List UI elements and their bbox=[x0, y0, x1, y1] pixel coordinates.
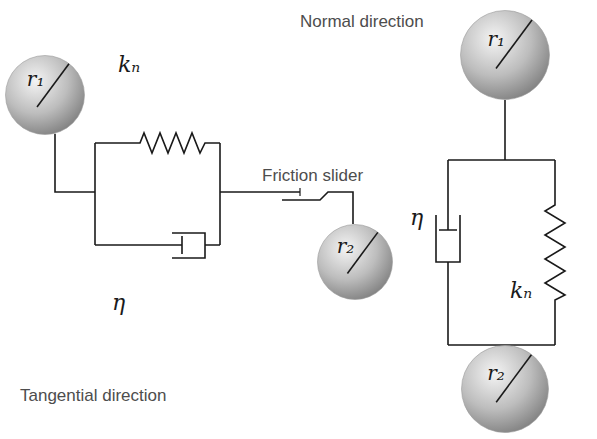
dashpot-symbol bbox=[95, 233, 220, 258]
connector bbox=[504, 100, 506, 345]
radius-label: r₁ bbox=[487, 28, 505, 50]
sphere: r₂ bbox=[461, 345, 549, 433]
parallel-bar bbox=[94, 143, 96, 245]
dashpot-symbol bbox=[436, 160, 460, 345]
sphere-shape bbox=[461, 345, 549, 433]
direction-label: Normal direction bbox=[300, 12, 424, 32]
sphere-shape bbox=[317, 224, 393, 300]
component-label: Friction slider bbox=[262, 166, 363, 186]
stiffness-label: kₙ bbox=[118, 52, 140, 77]
sphere-shape bbox=[5, 55, 85, 135]
parallel-bar bbox=[219, 143, 221, 245]
direction-label: Tangential direction bbox=[20, 386, 166, 406]
sphere-shape bbox=[460, 10, 550, 100]
sphere-body bbox=[6, 56, 85, 135]
damping-label: η bbox=[410, 205, 423, 230]
radius-label: r₂ bbox=[487, 362, 505, 384]
damping-label: η bbox=[112, 290, 125, 315]
sphere-body bbox=[462, 346, 549, 433]
radius-label: r₁ bbox=[27, 68, 45, 90]
sphere-body bbox=[318, 225, 393, 300]
sphere: r₂ bbox=[317, 224, 393, 300]
sphere: r₁ bbox=[460, 10, 550, 100]
parallel-bar bbox=[448, 160, 555, 345]
sphere-body bbox=[461, 11, 550, 100]
spring-symbol bbox=[545, 160, 565, 345]
radius-label: r₂ bbox=[337, 235, 355, 257]
stiffness-label: kₙ bbox=[510, 278, 532, 303]
spring-symbol bbox=[95, 133, 220, 153]
sphere: r₁ bbox=[5, 55, 85, 135]
